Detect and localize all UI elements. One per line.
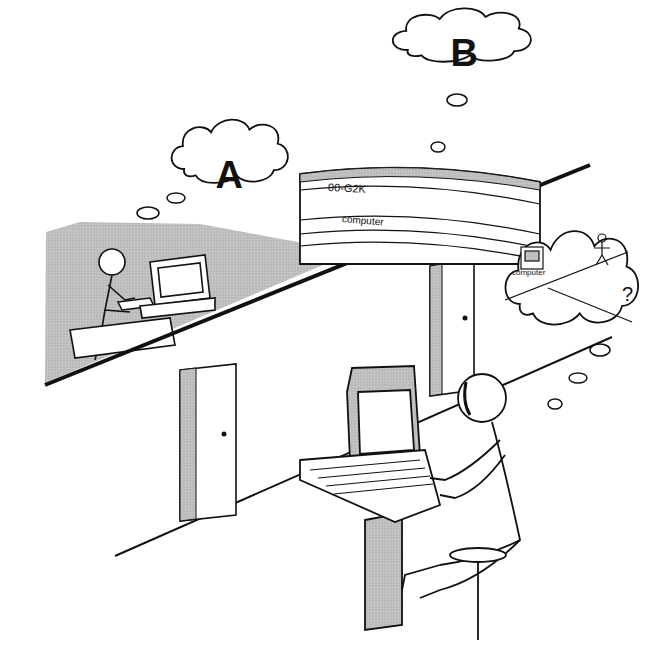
wall-top-edge: [45, 165, 590, 385]
thought-sketch: [505, 234, 632, 322]
cabinet-outline: [298, 160, 542, 266]
room-a: [45, 222, 330, 383]
cabinet-shape: [300, 168, 540, 264]
cabinet-stripe: [300, 230, 540, 248]
person-a: [70, 249, 215, 360]
thought-cloud: A: [165, 112, 293, 188]
model-label: 00-G2K: [328, 182, 366, 195]
thought-cloud: computer?: [498, 220, 644, 332]
computer-cabinet: 00-G2Kcomputer: [298, 160, 542, 266]
computer-caption: computer: [512, 269, 545, 277]
speaker-letter: B: [451, 34, 478, 72]
speaker-letter: A: [216, 156, 243, 194]
terminal-b: [300, 366, 440, 630]
question-mark: ?: [622, 284, 633, 304]
person-b: [402, 374, 520, 640]
thought-cloud: B: [385, 2, 537, 66]
floor-line: [115, 337, 612, 556]
cloud-shape: [505, 231, 638, 324]
door-left: [180, 364, 236, 521]
door-right: [430, 259, 474, 396]
cabinet-stripe: [300, 242, 540, 260]
